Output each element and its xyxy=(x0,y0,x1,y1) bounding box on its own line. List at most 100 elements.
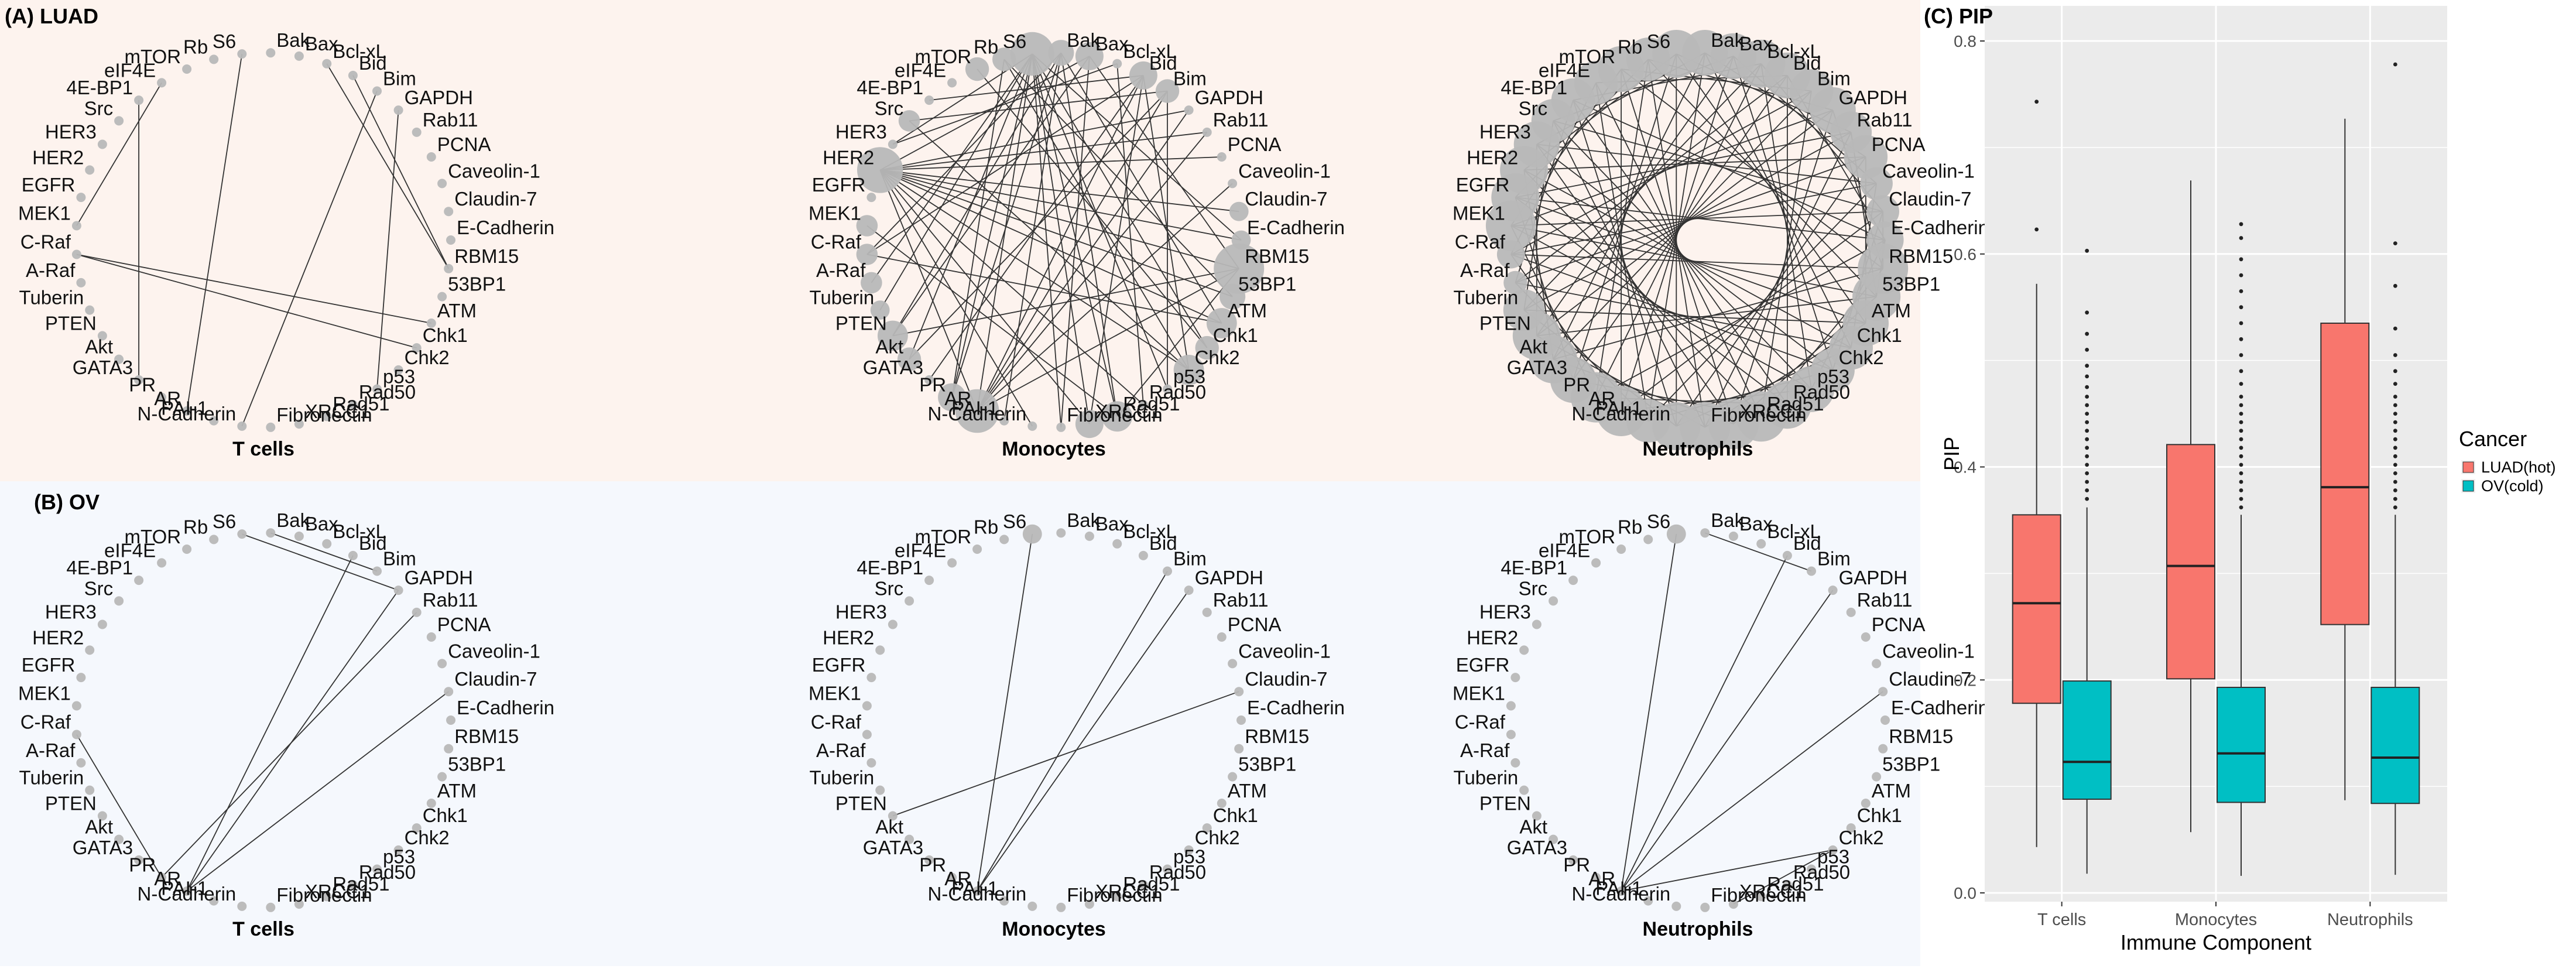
node-label-rad50: Rad50 xyxy=(1793,861,1850,883)
node-mek1 xyxy=(1485,200,1536,251)
node-label-4e-bp1: 4E-BP1 xyxy=(857,557,923,578)
node-label-s6: S6 xyxy=(1003,511,1026,532)
node-label-rbm15: RBM15 xyxy=(1889,245,1953,267)
node-c-raf xyxy=(71,249,81,259)
edge-bim-bak xyxy=(1704,532,1812,572)
node-mek1 xyxy=(1506,701,1516,711)
node-label-bim: Bim xyxy=(1173,68,1207,90)
node-a-raf xyxy=(866,758,876,768)
node-eif4e xyxy=(947,78,957,88)
node-atm xyxy=(1206,308,1237,338)
outlier-point xyxy=(2085,420,2089,424)
node-label-eif4e: eIF4E xyxy=(1539,59,1590,81)
network-title: Neutrophils xyxy=(1643,438,1753,460)
node-label-rab11: Rab11 xyxy=(1857,109,1913,131)
outlier-point xyxy=(2393,420,2397,424)
node-label-4e-bp1: 4E-BP1 xyxy=(1501,77,1567,98)
node-label-pr: PR xyxy=(919,854,946,876)
node-rab11 xyxy=(1202,607,1212,617)
node-label-pten: PTEN xyxy=(45,313,97,334)
outlier-point xyxy=(2239,222,2243,227)
node-label-53bp1: 53BP1 xyxy=(1882,273,1940,295)
node-label-bim: Bim xyxy=(383,68,416,90)
outlier-point xyxy=(2239,273,2243,278)
node-label-mek1: MEK1 xyxy=(18,203,71,224)
node-label-caveolin-1: Caveolin-1 xyxy=(448,160,540,182)
node-label-akt: Akt xyxy=(1519,336,1547,358)
node-label-bcl-xl: Bcl-xL xyxy=(333,521,386,542)
node-bid xyxy=(1782,550,1792,560)
node-bcl-xl xyxy=(1756,539,1766,549)
edge-fibronectin-bax xyxy=(1060,56,1090,427)
box-luad-hot-neutrophils xyxy=(2320,118,2370,800)
node-n-cadherin xyxy=(1671,901,1681,911)
node-label-p53: p53 xyxy=(1173,366,1205,388)
node-c-raf xyxy=(71,730,81,739)
node-pten xyxy=(97,331,107,341)
node-label-rad51: Rad51 xyxy=(1123,393,1180,415)
edge-pcna-n-cadherin xyxy=(1676,156,1866,427)
node-caveolin-1 xyxy=(1228,179,1238,189)
node-label-gapdh: GAPDH xyxy=(405,87,473,108)
edge-bid-4e-bp1 xyxy=(929,75,1144,101)
node-rbm15 xyxy=(1214,243,1265,294)
node-tuberin xyxy=(1519,785,1529,795)
edge-pten-53bp1 xyxy=(1536,296,1877,337)
node-bax xyxy=(294,531,304,541)
outlier-point xyxy=(2239,412,2243,416)
edge-bax-chk2 xyxy=(1733,56,1834,371)
node-ar xyxy=(972,886,982,896)
network-title: Monocytes xyxy=(1002,438,1106,460)
y-tick-label: 0.8 xyxy=(1954,32,1976,50)
node-label-rb: Rb xyxy=(974,516,998,537)
node-label-her3: HER3 xyxy=(835,601,887,623)
node-label-pr: PR xyxy=(1563,374,1590,396)
node-label-her2: HER2 xyxy=(32,626,84,648)
y-axis-label: PIP xyxy=(1940,437,1964,471)
legend-title: Cancer xyxy=(2459,427,2527,451)
node-label-chk1: Chk1 xyxy=(1857,324,1902,346)
network-a-neutrophils: E-CadherinClaudin-7Caveolin-1PCNARab11GA… xyxy=(1453,29,1989,460)
node-label-mtor: mTOR xyxy=(915,46,972,67)
node-4e-bp1 xyxy=(134,95,144,105)
outlier-point xyxy=(2239,505,2243,509)
node-pai-1 xyxy=(999,416,1009,426)
node-xrcc1 xyxy=(1084,899,1094,909)
node-bim xyxy=(1807,566,1816,576)
node-label-a-raf: A-Raf xyxy=(26,739,76,761)
network-edges xyxy=(1621,532,1883,905)
box-luad-hot-t-cells xyxy=(2012,100,2061,847)
node-label-bak: Bak xyxy=(276,509,310,531)
node-label-src: Src xyxy=(84,97,114,119)
outlier-point xyxy=(2085,385,2089,389)
node-xrcc1 xyxy=(1075,410,1104,439)
node-label-eif4e: eIF4E xyxy=(895,539,946,561)
node-chk1 xyxy=(412,343,422,353)
edge-pr-s6 xyxy=(951,53,1033,398)
outlier-point xyxy=(2034,227,2039,232)
node-label-pcna: PCNA xyxy=(437,614,491,635)
node-label-pten: PTEN xyxy=(835,793,887,814)
node-claudin-7 xyxy=(1229,201,1249,221)
node-label-fibronectin: Fibronectin xyxy=(1067,404,1162,426)
node-bak xyxy=(1048,40,1074,66)
node-label-xrcc1: XRCC1 xyxy=(1739,881,1805,902)
node-claudin-7 xyxy=(1866,195,1899,228)
node-p53 xyxy=(372,384,382,394)
node-label-rab11: Rab11 xyxy=(1213,109,1269,131)
node-label-4e-bp1: 4E-BP1 xyxy=(1501,557,1567,578)
outlier-point xyxy=(2239,395,2243,399)
node-claudin-7 xyxy=(444,687,454,697)
outlier-point xyxy=(2085,331,2089,336)
legend-swatch-luad-hot xyxy=(2462,461,2474,473)
node-label-eif4e: eIF4E xyxy=(1539,539,1590,561)
node-label-bak: Bak xyxy=(1067,509,1100,531)
outlier-point xyxy=(2085,446,2089,450)
node-label-egfr: EGFR xyxy=(22,654,76,676)
node-p53 xyxy=(1807,864,1816,874)
node-pr xyxy=(947,872,957,882)
node-label-rab11: Rab11 xyxy=(423,589,478,611)
network-node-labels: E-CadherinClaudin-7Caveolin-1PCNARab11GA… xyxy=(18,509,554,906)
edge-xrcc1-her2 xyxy=(879,169,1090,424)
